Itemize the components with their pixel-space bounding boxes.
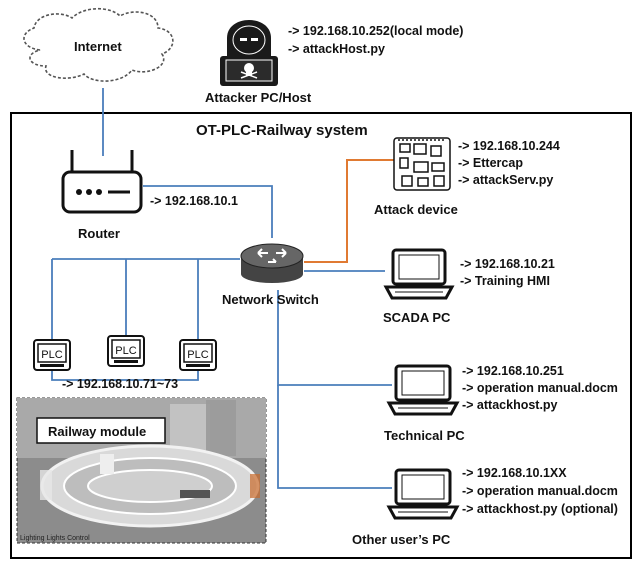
router-info: -> 192.168.10.1 <box>150 194 238 208</box>
internet-label: Internet <box>74 39 122 54</box>
other-info-3: -> attackhost.py (optional) <box>462 502 618 516</box>
system-title: OT-PLC-Railway system <box>196 122 368 139</box>
plc-info: -> 192.168.10.71~73 <box>62 377 178 391</box>
attack-device-info-1: -> 192.168.10.244 <box>458 139 560 153</box>
attack-device-info-2: -> Ettercap <box>458 156 523 170</box>
scada-info-2: -> Training HMI <box>460 274 550 288</box>
internet-cloud <box>23 7 174 82</box>
technical-laptop-icon <box>386 364 460 416</box>
other-label: Other user’s PC <box>352 532 451 547</box>
hacker-icon <box>220 20 278 86</box>
railway-label-box <box>36 417 166 444</box>
other-info-1: -> 192.168.10.1XX <box>462 466 567 480</box>
router-label: Router <box>78 226 120 241</box>
svg-text:PLC: PLC <box>41 349 62 361</box>
technical-label: Technical PC <box>384 428 465 443</box>
technical-info-3: -> attackhost.py <box>462 398 558 412</box>
attacker-info-1: -> 192.168.10.252(local mode) <box>288 24 463 38</box>
railway-caption: Lighting Lights Control <box>20 535 90 542</box>
plc-2-icon: PLC <box>107 335 145 367</box>
technical-info-1: -> 192.168.10.251 <box>462 364 564 378</box>
scada-label: SCADA PC <box>383 310 451 325</box>
svg-text:PLC: PLC <box>115 345 136 357</box>
other-info-2: -> operation manual.docm <box>462 484 618 498</box>
network-links <box>51 88 392 489</box>
scada-info-1: -> 192.168.10.21 <box>460 257 555 271</box>
switch-label: Network Switch <box>222 292 319 307</box>
railway-label: Railway module <box>48 424 146 439</box>
attacker-info-2: -> attackHost.py <box>288 42 385 56</box>
plc-1-icon: PLC <box>33 339 71 371</box>
attack-device-label: Attack device <box>374 202 458 217</box>
router-icon <box>61 150 143 214</box>
other-laptop-icon <box>386 468 460 520</box>
technical-info-2: -> operation manual.docm <box>462 381 618 395</box>
board-icon <box>393 137 451 191</box>
attack-link <box>304 159 394 263</box>
system-frame <box>10 112 632 559</box>
svg-text:PLC: PLC <box>187 349 208 361</box>
attack-device-info-3: -> attackServ.py <box>458 173 553 187</box>
attacker-label: Attacker PC/Host <box>205 90 312 105</box>
plc-3-icon: PLC <box>179 339 217 371</box>
scada-laptop-icon <box>383 248 455 300</box>
switch-icon <box>240 243 304 283</box>
